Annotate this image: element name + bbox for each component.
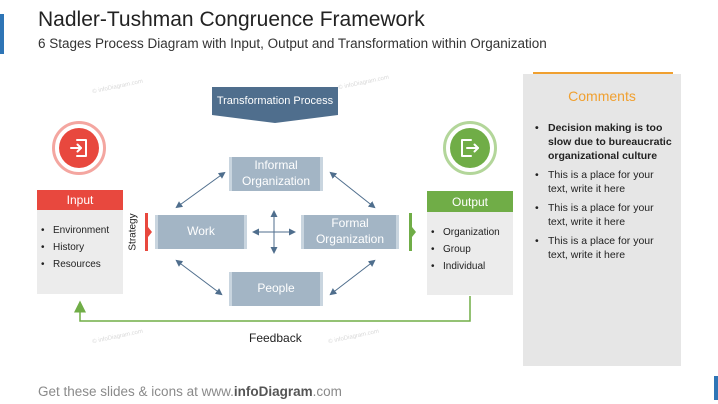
footer-suffix: .com xyxy=(312,384,342,399)
formal-organization-box: Formal Organization xyxy=(301,215,399,249)
output-card: Output Organization Group Individual xyxy=(427,191,513,295)
list-item: This is a place for your text, write it … xyxy=(533,168,673,196)
strategy-label: Strategy xyxy=(126,213,140,251)
list-item: Individual xyxy=(427,258,513,275)
comments-list: Decision making is too slow due to burea… xyxy=(533,121,673,267)
page-subtitle: 6 Stages Process Diagram with Input, Out… xyxy=(38,36,547,51)
output-bar-green xyxy=(409,213,412,251)
input-title: Input xyxy=(37,190,123,210)
output-icon-circle xyxy=(443,121,497,175)
arrow-informal-work xyxy=(175,171,226,209)
input-icon-circle xyxy=(52,121,106,175)
comments-title: Comments xyxy=(568,88,636,104)
transformation-process-banner: Transformation Process xyxy=(212,87,338,115)
list-item: Decision making is too slow due to burea… xyxy=(533,121,673,163)
transformation-process-chevron xyxy=(212,115,338,123)
list-item: Group xyxy=(427,241,513,258)
output-list: Organization Group Individual xyxy=(427,224,513,275)
arrow-formal-people xyxy=(329,259,376,296)
work-box: Work xyxy=(155,215,247,249)
feedback-label: Feedback xyxy=(249,331,302,345)
arrow-informal-formal xyxy=(329,171,376,209)
strategy-pointer xyxy=(148,227,152,237)
people-box: People xyxy=(229,272,323,306)
list-item: Resources xyxy=(37,256,123,273)
informal-organization-box: Informal Organization xyxy=(229,157,323,191)
exit-icon xyxy=(450,128,490,168)
strategy-text: Strategy xyxy=(127,213,139,251)
footer-brand: infoDiagram xyxy=(233,384,313,399)
output-pointer xyxy=(412,227,416,237)
comments-accent-bar xyxy=(533,72,673,74)
right-accent-tab xyxy=(714,376,718,400)
strategy-bar-red xyxy=(145,213,148,251)
enter-icon xyxy=(59,128,99,168)
input-card: Input Environment History Resources xyxy=(37,190,123,294)
arrow-work-people xyxy=(175,259,223,296)
list-item: History xyxy=(37,239,123,256)
list-item: Organization xyxy=(427,224,513,241)
footer-text: Get these slides & icons at www.infoDiag… xyxy=(38,384,342,399)
list-item: This is a place for your text, write it … xyxy=(533,234,673,262)
feedback-arrow xyxy=(74,296,471,322)
output-title: Output xyxy=(427,191,513,212)
left-accent-tab xyxy=(0,14,4,54)
list-item: This is a place for your text, write it … xyxy=(533,201,673,229)
list-item: Environment xyxy=(37,222,123,239)
input-list: Environment History Resources xyxy=(37,222,123,273)
page-title: Nadler-Tushman Congruence Framework xyxy=(38,8,425,31)
footer-prefix: Get these slides & icons at www. xyxy=(38,384,234,399)
